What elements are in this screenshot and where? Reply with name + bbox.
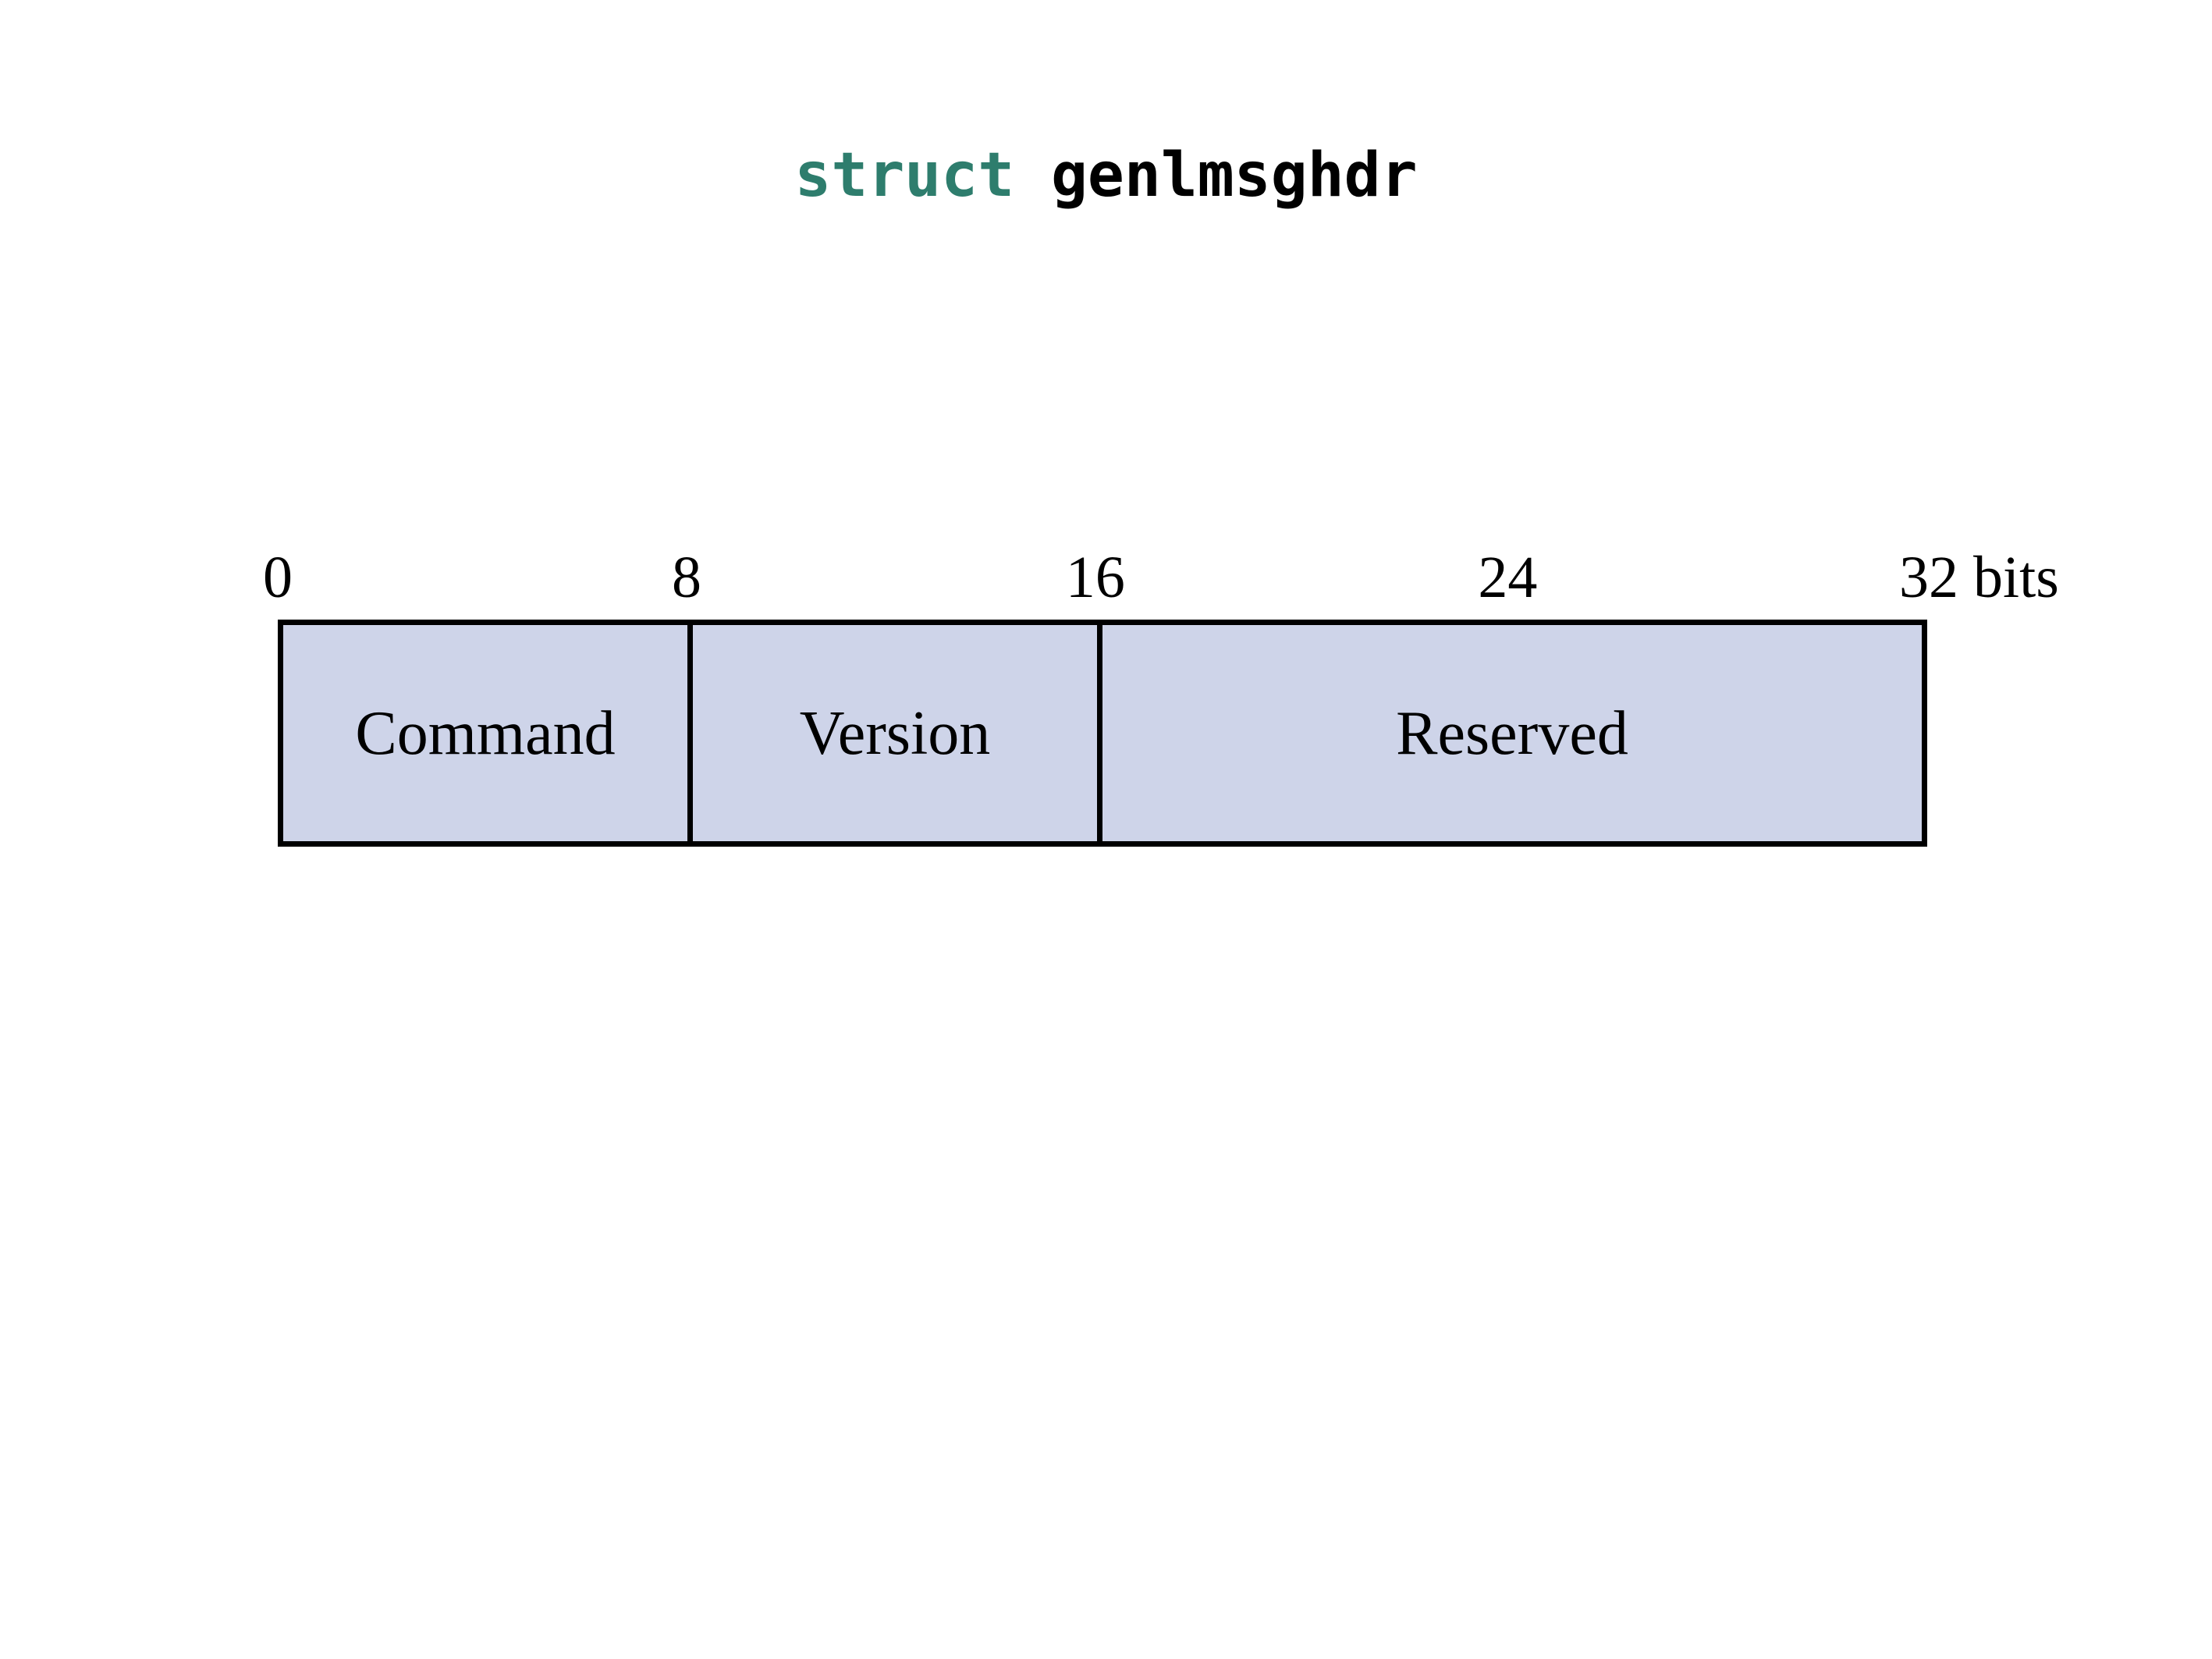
bit-tick-32-label: 32 bits bbox=[1899, 545, 2059, 610]
bit-tick-24: 24 bbox=[1478, 548, 1537, 607]
bit-tick-32: 32 bits bbox=[1899, 548, 2059, 607]
bit-tick-24-label: 24 bbox=[1478, 545, 1538, 610]
header-field-row: Command Version Reserved bbox=[278, 620, 1927, 847]
field-reserved: Reserved bbox=[1102, 625, 1922, 841]
field-reserved-label: Reserved bbox=[1396, 698, 1628, 768]
field-command: Command bbox=[283, 625, 693, 841]
title-struct-name: genlmsghdr bbox=[1050, 140, 1418, 211]
field-version: Version bbox=[693, 625, 1102, 841]
bit-tick-0: 0 bbox=[263, 548, 293, 607]
title-keyword: struct bbox=[794, 140, 1015, 211]
bit-tick-16: 16 bbox=[1066, 548, 1125, 607]
field-version-label: Version bbox=[799, 698, 991, 768]
bit-tick-8-label: 8 bbox=[671, 545, 701, 610]
bit-tick-8: 8 bbox=[672, 548, 701, 607]
bit-tick-16-label: 16 bbox=[1065, 545, 1125, 610]
bit-field-diagram: 0 8 16 24 32 bits Command Version Reserv… bbox=[263, 548, 2059, 847]
field-command-label: Command bbox=[355, 698, 616, 768]
bit-tick-0-label: 0 bbox=[263, 545, 293, 610]
